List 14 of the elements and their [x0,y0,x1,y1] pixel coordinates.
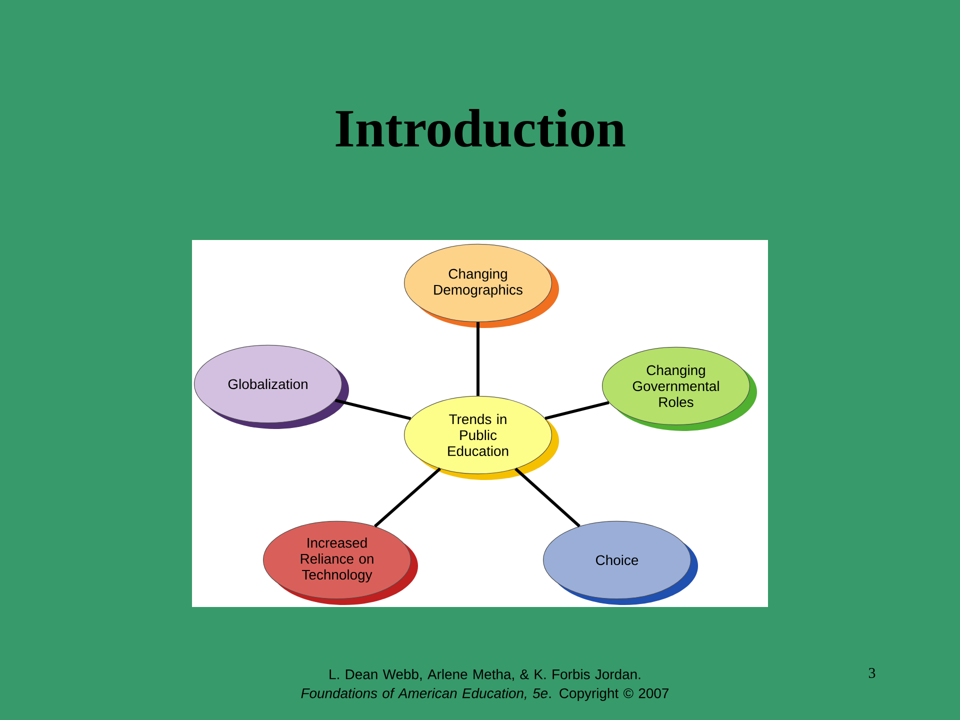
slide-title: Introduction [336,109,626,147]
connector-line [334,398,412,420]
oval-node: Globalization [194,344,349,429]
connector-line [476,322,480,396]
slide-number: 3 [868,668,876,678]
connector-line [514,468,580,528]
connector-line [374,468,442,528]
oval-node: Changing Demographics [404,244,559,328]
citation-text: L. Dean Webb, Arlene Metha, & K. Forbis Jordan. Foundations of American Education, 5e. Copyright © 2007 [301,669,669,701]
oval-node: Increased Reliance on Technology [262,520,418,605]
connector-line [544,401,610,420]
oval-node: Trends in Public Education [404,396,559,480]
oval-node: Changing Governmental Roles [602,346,757,431]
oval-node: Choice [542,520,698,605]
